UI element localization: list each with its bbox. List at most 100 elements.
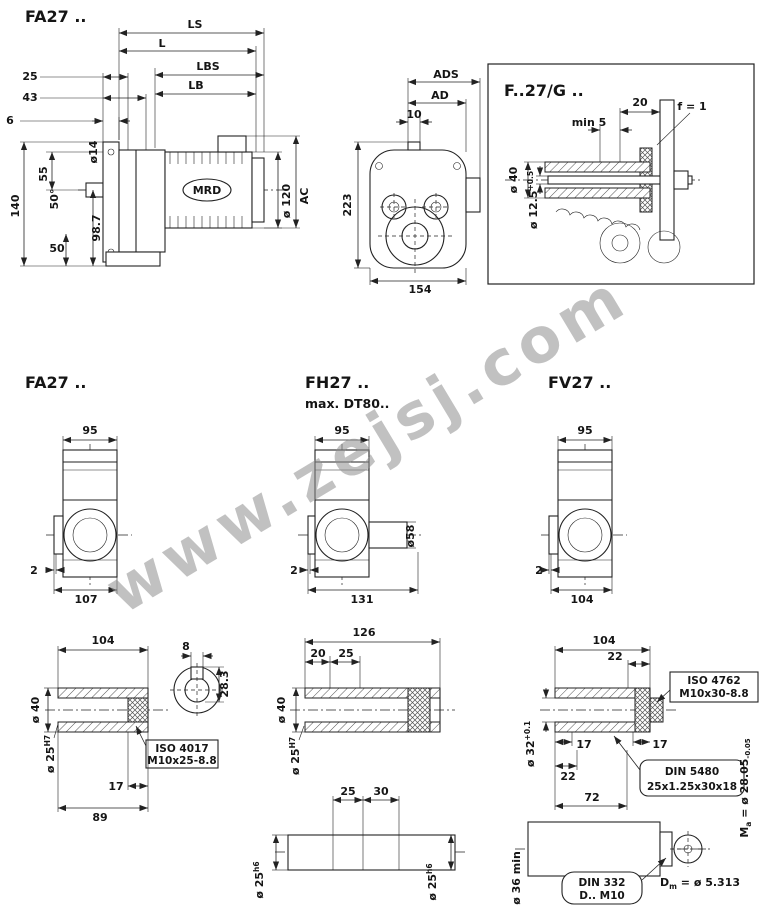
- dim-17-left: 17: [576, 738, 591, 751]
- dim-lbs: LBS: [196, 60, 219, 73]
- dim-dia58: ø58: [404, 525, 417, 548]
- retaining-block: [127, 697, 149, 723]
- fh-plugin-shaft: ø 25h6 ø 25h6: [252, 834, 468, 901]
- dim-dia40: ø 40: [507, 166, 520, 193]
- callout-iso4017-line2: M10x25-8.8: [147, 755, 216, 767]
- callout-din332-box: [561, 871, 643, 905]
- dim-2-fa: 2: [30, 564, 38, 577]
- dim-dia36min: ø 36 min: [510, 851, 523, 905]
- dim-2-fh: 2: [290, 564, 298, 577]
- dim-f1: f = 1: [677, 100, 706, 113]
- dim-ac: AC: [298, 188, 311, 205]
- dim-154: 154: [409, 283, 432, 296]
- dim-angle-50: 50°: [48, 189, 61, 210]
- mid-row: FA27 .. FH27 .. max. DT80.. FV27 .. 95 2…: [25, 373, 627, 606]
- callout-din5480-box: [639, 759, 745, 797]
- terminal-box: [217, 135, 247, 153]
- front-dimensions: ADS AD 10 223 154: [341, 68, 481, 296]
- dim-95-fa: 95: [82, 424, 97, 437]
- dim-ad: AD: [431, 89, 449, 102]
- shaft-fh-dimensions: 126 20 25 ø 40 ø 25H7 25 30: [275, 626, 441, 835]
- callout-iso4762-box: [669, 671, 759, 703]
- shaft-fv-drawing: 104 22 ISO 4762 M10x30-8.8 ø 32+0.1 17 1…: [510, 634, 759, 905]
- fv-stub-shaft: ø 36 min DIN 332 D.. M10 Dm = ø 5.313: [510, 821, 740, 905]
- dim-dia25h7-fa: ø 25H7: [43, 735, 57, 773]
- dim-ads: ADS: [433, 68, 459, 81]
- dim-95-fh: 95: [334, 424, 349, 437]
- dim-22-left: 22: [560, 770, 575, 783]
- dim-140: 140: [9, 194, 22, 217]
- input-adapter: [465, 177, 481, 213]
- dim-95-fv: 95: [577, 424, 592, 437]
- detail-frame: [487, 63, 755, 285]
- dim-lb: LB: [188, 79, 203, 92]
- motor-brand-label: MRD: [193, 184, 222, 197]
- hollow-shaft-wall-top: [544, 161, 651, 173]
- callout-din332-line2: D.. M10: [579, 890, 624, 902]
- housing-ribs: [555, 208, 641, 231]
- dim-89: 89: [92, 811, 107, 824]
- dim-dia25h6-right: ø 25h6: [425, 863, 439, 900]
- dim-104-fv-shaft: 104: [593, 634, 616, 647]
- mid-fh27-drawing: ø58 95 2 131: [290, 424, 424, 606]
- dim-min5: min 5: [572, 116, 607, 129]
- dim-104-fa: 104: [92, 634, 115, 647]
- dim-2-fv: 2: [535, 564, 543, 577]
- dim-l: L: [158, 37, 165, 50]
- top-tab: [407, 141, 421, 151]
- output-flange: [102, 141, 120, 263]
- fa27-side-view: FA27 .. MRD LS: [6, 7, 311, 267]
- dim-55: 55: [37, 166, 50, 181]
- dim-126: 126: [353, 626, 376, 639]
- detail-outline: [505, 99, 700, 264]
- dim-104-fv: 104: [571, 593, 594, 606]
- dim-107: 107: [75, 593, 98, 606]
- brand-oval: [182, 178, 232, 202]
- dim-dia32: ø 32+0.1: [523, 721, 537, 767]
- fixing-element: [407, 687, 431, 733]
- callout-din5480-line1: DIN 5480: [665, 766, 719, 778]
- shaft-fa-dimensions: 104 8 28.3 ø 40 ø 25H7 ISO 4017 M10x25-8…: [29, 634, 231, 824]
- mid-fv27-drawing: 95 2 104: [535, 424, 627, 606]
- dim-dia40-fh: ø 40: [275, 696, 288, 723]
- detail-dimensions: 20 min 5 f = 1 ø 40 ø 12.5+0.5: [507, 96, 707, 229]
- detail-f27g: F..27/G .. 20 min 5 f = 1 ø 40 ø 12.5+0.…: [487, 63, 755, 285]
- callout-din5480-line2: 25x1.25x30x18: [647, 781, 737, 793]
- dim-dm: Dm = ø 5.313: [660, 876, 740, 891]
- side-view-dimensions: LS L LBS LB 25 43 6 ø14 55 50° 140 50 98: [6, 18, 311, 267]
- dim-25-mid: 25: [340, 785, 355, 798]
- callout-iso4762-line2: M10x30-8.8: [679, 688, 748, 700]
- hollow-shaft-wall-bottom: [544, 187, 651, 199]
- screw-head: [649, 697, 664, 723]
- dim-6: 6: [6, 114, 14, 127]
- dim-98-7: 98.7: [90, 214, 103, 241]
- fh-output-boss: [368, 521, 408, 549]
- callout-iso4017-line1: ISO 4017: [155, 743, 208, 755]
- gear-housing: [118, 149, 166, 253]
- fa27-front-view: ADS AD 10 223 154: [341, 68, 481, 296]
- dim-10: 10: [406, 108, 422, 121]
- dim-8: 8: [182, 640, 190, 653]
- fan-cover: [251, 157, 265, 223]
- callout-din332-line1: DIN 332: [579, 877, 626, 889]
- dim-dia12-5: ø 12.5+0.5: [526, 171, 540, 229]
- dim-17-fa: 17: [108, 780, 123, 793]
- motor-fins: [169, 152, 243, 228]
- callout-iso4017-box: [145, 739, 219, 769]
- mid-fa27-title: FA27 ..: [25, 373, 86, 392]
- callout-iso4762-line1: ISO 4762: [687, 675, 740, 687]
- dim-dia25h6-left: ø 25h6: [252, 861, 266, 898]
- dim-17-right: 17: [652, 738, 667, 751]
- mid-fv27-title: FV27 ..: [548, 373, 611, 392]
- dim-20: 20: [632, 96, 648, 109]
- dim-28-3: 28.3: [218, 670, 231, 697]
- fixing-insert: [634, 687, 651, 733]
- dim-dia25h7-fh: ø 25H7: [288, 737, 302, 775]
- shaft-fv-dimensions: 104 22 ISO 4762 M10x30-8.8 ø 32+0.1 17 1…: [523, 634, 759, 838]
- mid-fa27-drawing: 95 2 107: [30, 424, 132, 606]
- housing-front: [369, 149, 467, 269]
- shaft-fh-drawing: 126 20 25 ø 40 ø 25H7 25 30 ø 25h6 ø 25: [252, 626, 468, 901]
- dim-dia40-fa: ø 40: [29, 696, 42, 723]
- dim-ma: Ma = ø 28.05-0.05: [738, 738, 753, 837]
- gearmotor-outline: MRD: [78, 135, 288, 267]
